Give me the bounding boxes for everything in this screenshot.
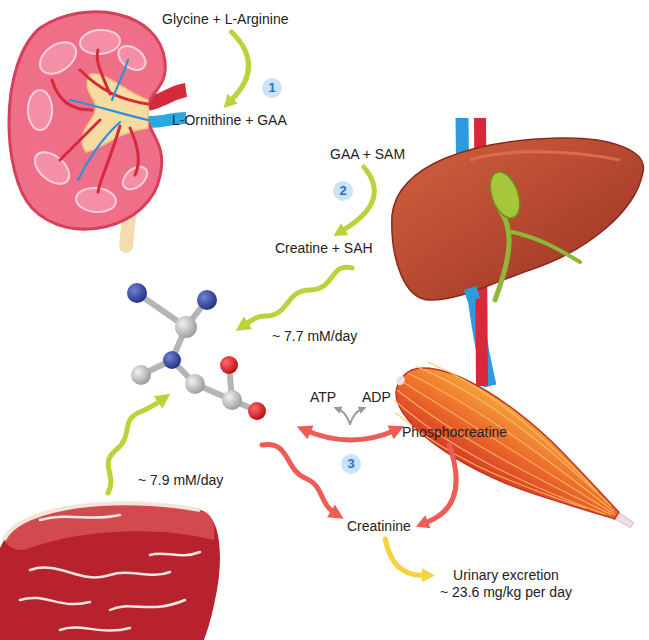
muscle-illustration-part-part [395,383,612,525]
arrow-head [422,568,435,582]
liver-illustration-part [485,168,526,222]
creatine-molecule-part [220,356,238,374]
muscle-illustration-part [381,349,636,546]
meat-illustration-part-part [60,627,130,630]
creatine-molecule-part [185,374,205,394]
metabolite-node: Creatinine [347,518,411,535]
kidney-illustration-part [9,12,165,229]
liver-illustration-part [470,288,474,300]
molecule-label: ATP [310,389,336,406]
meat-illustration [0,503,220,640]
metabolite-text: L-Ornithine + GAA [172,112,287,129]
liver-illustration-part [512,232,580,262]
flux-arrow-part [243,267,352,326]
muscle-illustration [378,347,649,556]
kidney-illustration-part [114,41,150,75]
arrow-head [334,223,349,236]
metabolite-node: Creatine + SAH [275,240,373,257]
flow-arrow-line [385,539,422,575]
callout-number: 3 [341,454,361,474]
metabolite-text: GAA + SAM [330,146,405,163]
metabolite-node: L-Ornithine + GAA [172,112,287,129]
flux-arrow-part [262,444,336,514]
flux-label: ~ 7.9 mM/day [138,472,223,489]
flow-arrow-line [428,445,456,522]
callout-number: 2 [333,181,353,201]
metabolite-text: Urinary excretion [440,567,572,584]
meat-illustration-part-part [30,568,170,578]
flow-arrow [224,32,249,108]
flux-arrow-part [305,430,396,440]
metabolite-node: GAA + SAM [330,146,405,163]
kidney-illustration-part [118,162,151,194]
liver-illustration-part [495,210,509,300]
metabolite-node: Phosphocreatine [402,424,507,441]
creatine-molecule-part [137,293,257,411]
meat-illustration-part [0,503,220,640]
metabolite-text: Creatinine [347,518,411,535]
callout-number: 1 [262,78,282,98]
metabolite-text: Glycine + L-Arginine [162,11,288,28]
muscle-illustration-part-part [391,387,605,532]
kidney-illustration [9,12,186,246]
metabolite-text: Creatine + SAH [275,240,373,257]
meat-illustration-part-part [150,552,200,555]
meat-illustration-part-part [20,598,90,604]
flow-arrow [416,445,456,528]
creatine-molecule-part [248,402,266,420]
creatine-molecule-part [127,283,147,303]
meat-illustration-part [20,515,200,631]
flow-arrow [385,539,435,582]
creatine-molecule-part [131,365,151,385]
kidney-illustration-part [79,28,121,55]
muscle-illustration-part [394,374,406,387]
creatine-molecule-part [163,351,181,369]
kidney-illustration-part [52,50,148,192]
flux-arrow [108,267,396,514]
liver-illustration [392,118,644,386]
kidney-illustration-part [75,186,117,213]
flux-arrow-part [350,409,362,424]
creatine-molecule-part [222,390,242,410]
creatine-molecule-part [197,290,217,310]
meat-illustration-part [4,503,214,550]
creatine-molecule-part [175,316,197,338]
molecule-label: ADP [362,389,391,406]
arrow-head [416,515,431,528]
creatine-molecule [127,283,266,420]
flow-arrow-line [232,32,249,99]
metabolite-text: Phosphocreatine [402,424,507,441]
meat-illustration-part-part [40,515,120,520]
flux-arrow-part [338,409,350,424]
flow-arrow [334,167,375,236]
meat-illustration-part-part [110,600,185,610]
metabolite-text: ~ 23.6 mg/kg per day [440,584,572,601]
metabolite-node: Urinary excretion~ 23.6 mg/kg per day [440,567,572,601]
liver-illustration-part [470,152,620,160]
muscle-illustration-part [383,352,633,544]
kidney-illustration-part [34,36,82,80]
muscle-illustration-part-part [393,396,586,529]
muscle-illustration-part-part [401,381,615,515]
liver-illustration-part [392,138,644,300]
muscle-illustration-part-part [403,370,620,512]
meat-illustration-part [4,503,200,540]
flux-label: ~ 7.7 mM/day [272,328,357,345]
kidney-illustration-part [28,90,52,130]
kidney-illustration-part [70,60,148,180]
arrow-head [224,94,238,108]
metabolite-node: Glycine + L-Arginine [162,11,288,28]
